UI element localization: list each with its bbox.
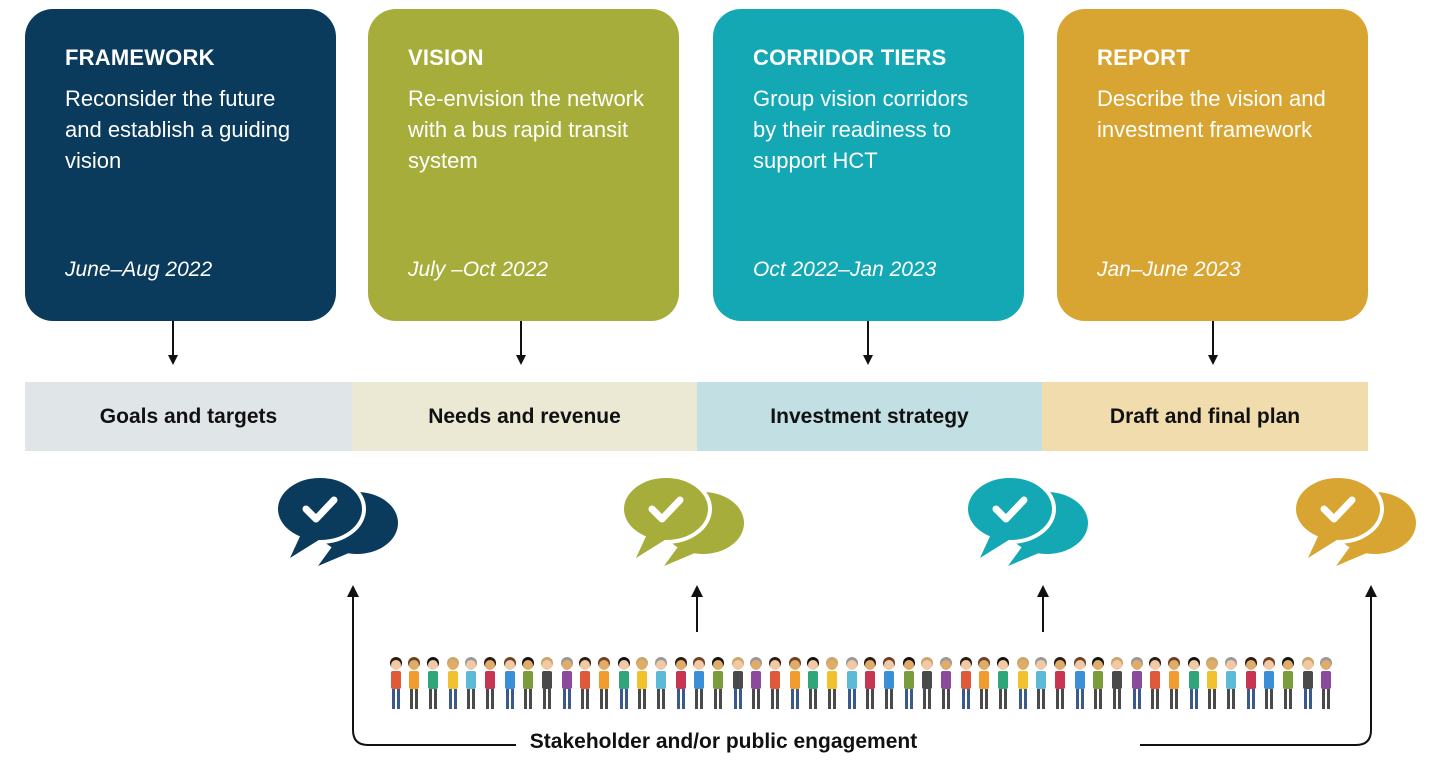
person-figure: [693, 657, 705, 709]
phase-description: Re-envision the network with a bus rapid…: [408, 86, 645, 173]
person-figure: [921, 657, 933, 709]
person-figure: [655, 657, 667, 709]
up-arrow-icon: [691, 585, 703, 597]
person-figure: [1054, 657, 1066, 709]
phase-description: Describe the vision and investment frame…: [1097, 86, 1326, 142]
phase-title: REPORT: [1097, 45, 1190, 70]
person-figure: [1131, 657, 1143, 709]
person-figure: [447, 657, 459, 709]
person-figure: [1263, 657, 1275, 709]
person-figure: [408, 657, 420, 709]
person-figure: [541, 657, 553, 709]
person-figure: [1168, 657, 1180, 709]
person-figure: [390, 657, 402, 709]
crowd-of-people-icon: [390, 657, 1332, 709]
person-figure: [1149, 657, 1161, 709]
person-figure: [579, 657, 591, 709]
person-figure: [1017, 657, 1029, 709]
up-arrow-icon: [1037, 585, 1049, 597]
phase-dates: Oct 2022–Jan 2023: [753, 258, 937, 281]
person-figure: [769, 657, 781, 709]
stage-goals-and-targets: Goals and targets: [25, 382, 352, 451]
up-arrow-icon: [1365, 585, 1377, 597]
person-figure: [1302, 657, 1314, 709]
person-figure: [883, 657, 895, 709]
person-figure: [846, 657, 858, 709]
person-figure: [978, 657, 990, 709]
person-figure: [940, 657, 952, 709]
person-figure: [1225, 657, 1237, 709]
stage-investment-strategy: Investment strategy: [697, 382, 1042, 451]
person-figure: [732, 657, 744, 709]
person-figure: [1282, 657, 1294, 709]
person-figure: [618, 657, 630, 709]
speech-bubbles-check-icon: [276, 476, 398, 566]
stage-draft-and-final-plan: Draft and final plan: [1042, 382, 1368, 451]
phase-dates: June–Aug 2022: [65, 258, 213, 281]
phase-card-framework: FRAMEWORK Reconsider the future and esta…: [25, 9, 336, 321]
person-figure: [807, 657, 819, 709]
phase-dates: Jan–June 2023: [1097, 258, 1241, 281]
person-figure: [1188, 657, 1200, 709]
up-arrows: [696, 592, 1044, 632]
speech-bubbles-check-icon: [966, 476, 1088, 566]
phase-card-corridor-tiers: CORRIDOR TIERS Group vision corridors by…: [713, 9, 1024, 321]
person-figure: [427, 657, 439, 709]
person-figure: [750, 657, 762, 709]
phase-title: CORRIDOR TIERS: [753, 45, 947, 70]
engagement-line-left: [352, 592, 605, 746]
person-figure: [484, 657, 496, 709]
person-figure: [561, 657, 573, 709]
person-figure: [1320, 657, 1332, 709]
person-figure: [522, 657, 534, 709]
person-figure: [997, 657, 1009, 709]
person-figure: [903, 657, 915, 709]
person-figure: [864, 657, 876, 709]
phase-description: Group vision corridors by their readines…: [753, 86, 969, 173]
speech-bubbles-check-icon: [1294, 476, 1416, 566]
person-figure: [636, 657, 648, 709]
person-figure: [675, 657, 687, 709]
stage-needs-and-revenue: Needs and revenue: [352, 382, 697, 451]
person-figure: [712, 657, 724, 709]
person-figure: [465, 657, 477, 709]
person-figure: [826, 657, 838, 709]
speech-bubbles-check-icon: [622, 476, 744, 566]
up-arrow-icon: [347, 585, 359, 597]
phase-dates: July –Oct 2022: [408, 258, 549, 281]
person-figure: [1206, 657, 1218, 709]
person-figure: [1245, 657, 1257, 709]
engagement-line-right: [1140, 592, 1372, 746]
phase-card-vision: VISION Re-envision the network with a bu…: [368, 9, 679, 321]
person-figure: [1035, 657, 1047, 709]
down-arrows: [168, 321, 1218, 365]
person-figure: [504, 657, 516, 709]
person-figure: [960, 657, 972, 709]
person-figure: [598, 657, 610, 709]
phase-title: FRAMEWORK: [65, 45, 215, 70]
phase-description: Reconsider the future and establish a gu…: [65, 86, 291, 173]
person-figure: [1111, 657, 1123, 709]
phase-title: VISION: [408, 45, 484, 70]
person-figure: [789, 657, 801, 709]
person-figure: [1074, 657, 1086, 709]
person-figure: [1092, 657, 1104, 709]
phase-card-report: REPORT Describe the vision and investmen…: [1057, 9, 1368, 321]
